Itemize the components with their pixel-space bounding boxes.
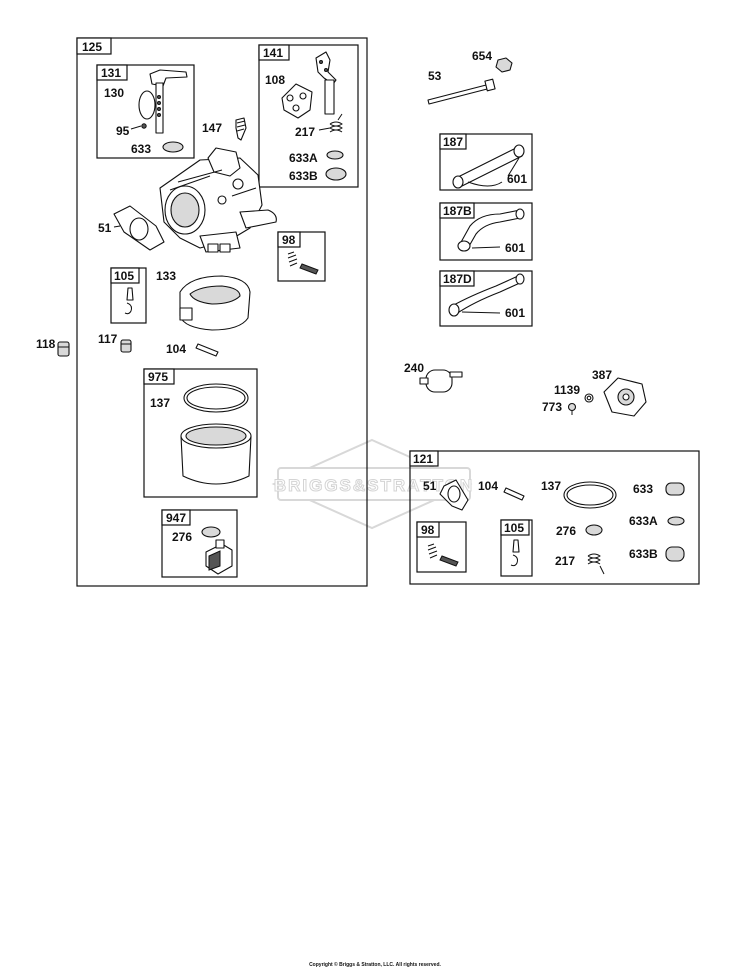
- group-975-label: 975: [148, 370, 168, 384]
- label-601-187b: 601: [505, 241, 525, 255]
- group-187d-label: 187D: [443, 272, 472, 286]
- screw-95-part: [141, 123, 147, 129]
- watermark-text: BRIGGS&STRATTON: [274, 476, 474, 495]
- label-104: 104: [166, 342, 186, 356]
- throttle-plate-part: [138, 90, 156, 120]
- screw-117-part: [120, 339, 132, 353]
- pin-104-kit-part: [503, 487, 525, 501]
- label-773: 773: [542, 400, 562, 414]
- seal-633a-kit-part: [667, 516, 685, 526]
- spring-217-kit-part: [587, 553, 605, 575]
- group-131-throttle-shaft-kit: 131 130 95 633: [96, 64, 195, 159]
- group-121-98-label: 98: [421, 523, 435, 537]
- group-187b-fuel-line: 187B 601: [439, 202, 533, 261]
- label-217: 217: [295, 125, 315, 139]
- label-601-187: 601: [507, 172, 527, 186]
- gasket-51-kit-part: [439, 479, 469, 511]
- group-187b-label: 187B: [443, 204, 472, 218]
- fuel-pump-387-part: [603, 377, 647, 417]
- group-121-98-idle-screw-kit: 98: [416, 521, 467, 573]
- seal-633-kit-part: [665, 482, 685, 496]
- idle-screw-147-part: [235, 117, 247, 141]
- washer-276-part: [201, 526, 221, 538]
- group-121-105-label: 105: [504, 521, 524, 535]
- group-98-label: 98: [282, 233, 296, 247]
- rod-53-part: [427, 78, 496, 105]
- group-187-label: 187: [443, 135, 463, 149]
- group-131-label: 131: [101, 66, 121, 80]
- plug-118-part: [57, 341, 70, 357]
- label-654: 654: [472, 49, 492, 63]
- label-601-187d: 601: [505, 306, 525, 320]
- pin-104-part: [195, 343, 219, 357]
- label-118: 118: [36, 337, 56, 351]
- carburetor-body-part: [159, 147, 277, 253]
- watermark-logo: BRIGGS&STRATTON: [271, 438, 474, 530]
- label-51-kit: 51: [423, 479, 437, 493]
- seal-633a-part: [326, 150, 344, 160]
- label-633: 633: [131, 142, 151, 156]
- label-147: 147: [202, 121, 222, 135]
- seal-633b-kit-part: [665, 546, 685, 562]
- copyright-notice: Copyright © Briggs & Stratton, LLC. All …: [309, 961, 441, 968]
- gasket-51-part: [113, 205, 165, 251]
- solenoid-part: [205, 539, 233, 575]
- group-105-label: 105: [114, 269, 134, 283]
- choke-plate-part: [281, 83, 313, 119]
- label-217-kit: 217: [555, 554, 575, 568]
- label-108: 108: [265, 73, 285, 87]
- label-130: 130: [104, 86, 124, 100]
- group-98-idle-screw-kit: 98: [277, 231, 326, 282]
- label-633a-kit: 633A: [629, 514, 658, 528]
- screw-773-part: [567, 402, 577, 415]
- washer-276-kit-part: [585, 524, 603, 536]
- label-633-kit: 633: [633, 482, 653, 496]
- group-125-label: 125: [82, 40, 102, 54]
- group-141-choke-kit: 141 108 217 633A 633B: [258, 44, 359, 188]
- float-133-part: [179, 275, 251, 331]
- group-975-float-bowl-kit: 975 137: [143, 368, 258, 498]
- label-1139: 1139: [554, 383, 580, 397]
- group-121-overhaul-kit: 121 51 104 137 633 633A 633B 276 217: [409, 450, 700, 585]
- label-53: 53: [428, 69, 442, 83]
- group-947-label: 947: [166, 511, 186, 525]
- group-121-105-inlet-needle: 105: [500, 519, 533, 577]
- label-387: 387: [592, 368, 612, 382]
- fuel-filter-240-part: [419, 369, 463, 393]
- label-633b: 633B: [289, 169, 318, 183]
- group-105-inlet-needle: 105: [110, 267, 147, 324]
- seal-633-part: [162, 141, 184, 153]
- label-104-kit: 104: [478, 479, 498, 493]
- choke-shaft-part: [315, 51, 337, 115]
- label-240: 240: [404, 361, 424, 375]
- float-bowl-part: [180, 423, 252, 485]
- label-276-kit: 276: [556, 524, 576, 538]
- group-125-carburetor-assembly: 125: [76, 37, 368, 587]
- label-276: 276: [172, 530, 192, 544]
- seal-633b-part: [325, 167, 347, 181]
- group-947-solenoid-kit: 947 276: [161, 509, 238, 578]
- label-137-kit: 137: [541, 479, 561, 493]
- group-187-fuel-line: 187 601: [439, 133, 533, 191]
- group-121-label: 121: [413, 452, 433, 466]
- label-51: 51: [98, 221, 112, 235]
- label-137: 137: [150, 396, 170, 410]
- label-633b-kit: 633B: [629, 547, 658, 561]
- nut-654-part: [495, 57, 513, 73]
- label-95: 95: [116, 124, 130, 138]
- throttle-shaft-part: [149, 69, 188, 134]
- label-133: 133: [156, 269, 176, 283]
- spring-217-part: [329, 113, 343, 133]
- group-141-label: 141: [263, 46, 283, 60]
- label-633a: 633A: [289, 151, 318, 165]
- label-117: 117: [98, 332, 118, 346]
- group-187d-fuel-line: 187D 601: [439, 270, 533, 327]
